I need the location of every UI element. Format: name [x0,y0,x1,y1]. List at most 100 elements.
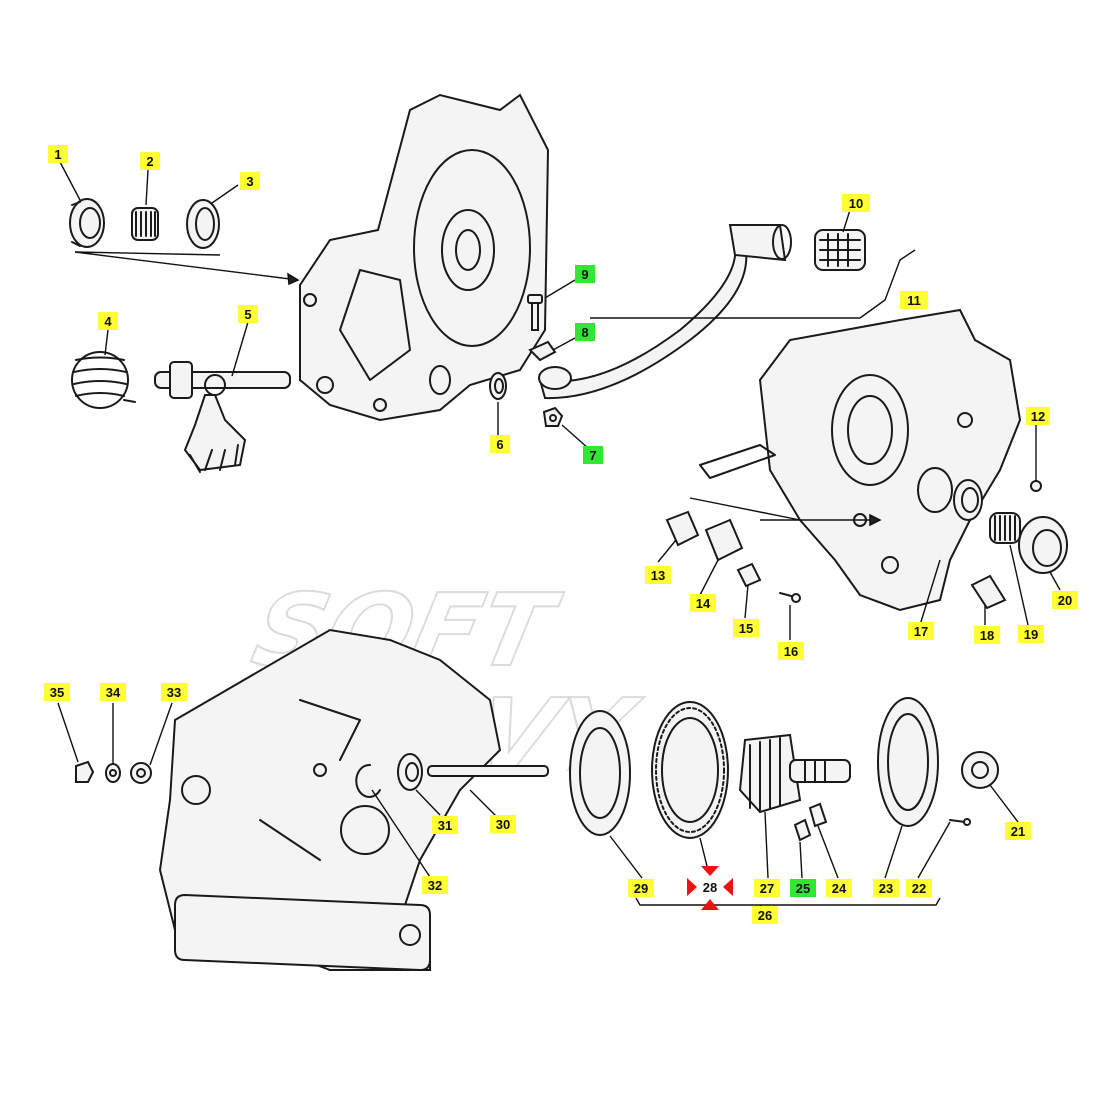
callout-13[interactable]: 13 [645,566,671,584]
part-19-needle-bearing[interactable] [989,512,1021,544]
part-4-kickstart-spring[interactable] [71,351,136,409]
callout-12[interactable]: 12 [1026,407,1050,425]
callout-16-label: 16 [784,644,798,659]
callout-31-bg [432,816,458,834]
callout-8[interactable]: 8 [575,323,595,341]
callout-11[interactable]: 11 [900,291,928,309]
part-6-seal[interactable] [489,372,507,400]
callout-16[interactable]: 16 [778,642,804,660]
callout-2[interactable]: 2 [140,152,160,170]
group-bracket-26 [635,897,941,913]
callout-35[interactable]: 35 [44,683,70,701]
part-18-spring[interactable] [970,574,1007,610]
callout-7[interactable]: 7 [583,446,603,464]
part-13-clip[interactable] [665,510,700,547]
callout-32-bg [422,876,448,894]
callout-10-label: 10 [849,196,863,211]
callout-7-label: 7 [589,448,596,463]
callout-26[interactable]: 26 [752,906,778,924]
callout-29-bg [628,879,654,897]
callout-19-bg [1018,625,1044,643]
part-10-kickstart-rubber[interactable] [814,229,866,271]
part-1-oil-seal[interactable] [69,198,105,248]
callout-19[interactable]: 19 [1018,625,1044,643]
callout-15[interactable]: 15 [733,619,759,637]
callout-9[interactable]: 9 [575,265,595,283]
part-2-needle-bearing[interactable] [131,207,159,241]
callout-23-bg [873,879,899,897]
callout-28[interactable]: 28 [687,866,733,910]
part-32-circlip[interactable] [355,763,381,798]
callout-13-bg [645,566,671,584]
part-28-crown-gear[interactable] [651,701,729,839]
callout-22[interactable]: 22 [906,879,932,897]
part-16-screw[interactable] [779,592,801,603]
part-34-washer[interactable] [105,763,121,783]
callout-29[interactable]: 29 [628,879,654,897]
part-7-nut[interactable] [542,406,564,427]
callout-4[interactable]: 4 [98,312,118,330]
part-23-shim[interactable] [877,697,939,827]
part-9-bolt[interactable] [527,294,543,331]
callout-7-bg [583,446,603,464]
callout-34-label: 34 [106,685,121,700]
callout-21[interactable]: 21 [1005,822,1031,840]
callout-33[interactable]: 33 [161,683,187,701]
part-21-pinion[interactable] [961,751,999,789]
callout-27[interactable]: 27 [754,879,780,897]
parts-drawing [57,93,1068,972]
callout-20[interactable]: 20 [1052,591,1078,609]
callout-18[interactable]: 18 [974,626,1000,644]
kickstart-lever[interactable] [538,224,792,400]
callout-21-label: 21 [1011,824,1025,839]
part-22-pin[interactable] [949,818,971,826]
callout-17[interactable]: 17 [908,622,934,640]
part-35-nut[interactable] [75,760,95,783]
callout-25[interactable]: 25 [790,879,816,897]
callout-20-label: 20 [1058,593,1072,608]
callout-30[interactable]: 30 [490,815,516,833]
part-15-clip[interactable] [736,562,762,588]
callout-3[interactable]: 3 [240,172,260,190]
part-25-spring[interactable] [793,818,812,842]
part-24-spring[interactable] [808,802,828,828]
part-30-shaft[interactable] [427,765,549,777]
part-3-washer[interactable] [186,199,220,249]
callout-10[interactable]: 10 [842,194,870,212]
callout-5-label: 5 [244,307,251,322]
callout-32-label: 32 [428,878,442,893]
group-line-13-16 [689,497,880,521]
part-5-kickstart-shaft[interactable] [154,361,291,473]
right-crankcase[interactable] [699,308,1022,612]
part-33-lock-washer[interactable] [130,762,152,784]
callout-31[interactable]: 31 [432,816,458,834]
part-20-seal[interactable] [1018,516,1068,574]
part-14-clip[interactable] [704,518,744,562]
callout-34[interactable]: 34 [100,683,126,701]
callout-1-label: 1 [54,147,61,162]
callout-14[interactable]: 14 [690,594,716,612]
flywheel-cover[interactable] [299,93,550,422]
part-27-differential-carrier[interactable] [738,733,851,814]
crankcase-seal[interactable] [953,479,983,521]
callout-1[interactable]: 1 [48,145,68,163]
callout-27-bg [754,879,780,897]
callout-9-bg [575,265,595,283]
callout-6[interactable]: 6 [490,435,510,453]
callout-14-bg [690,594,716,612]
callout-17-bg [908,622,934,640]
callout-23[interactable]: 23 [873,879,899,897]
callout-24-bg [826,879,852,897]
part-12-plug[interactable] [1030,480,1042,492]
callout-18-label: 18 [980,628,994,643]
callout-24[interactable]: 24 [826,879,852,897]
selection-marker-icon [723,878,733,896]
part-29-shim[interactable] [569,710,631,836]
part-31-bearing[interactable] [397,753,423,791]
callout-32[interactable]: 32 [422,876,448,894]
part-8-clamp[interactable] [528,340,557,362]
callout-5[interactable]: 5 [238,305,258,323]
callout-24-label: 24 [832,881,847,896]
left-crankcase[interactable] [158,628,502,972]
